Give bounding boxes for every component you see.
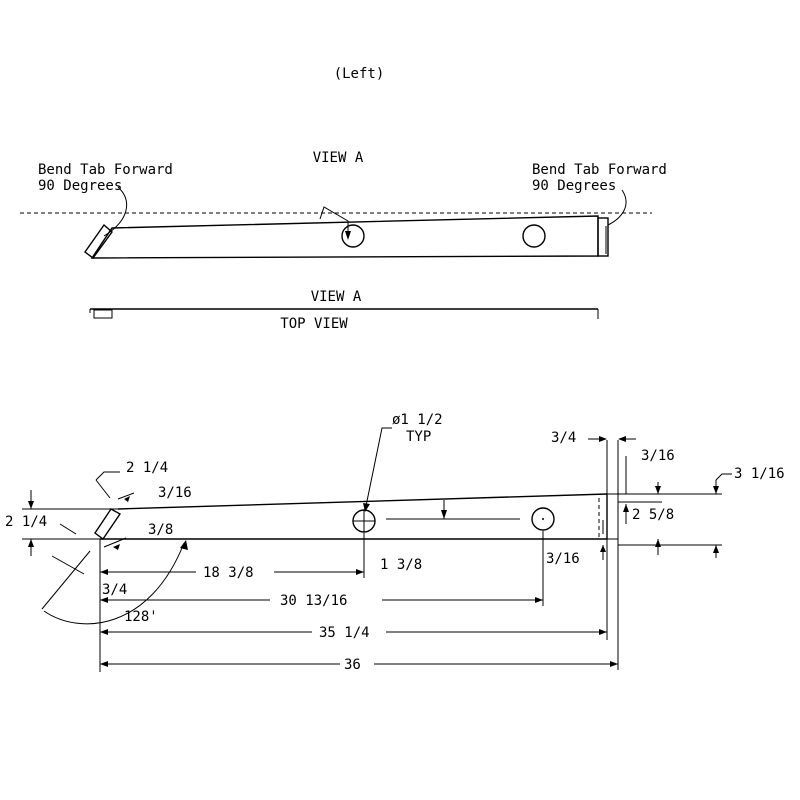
dim-3-4-top: 3/4 bbox=[551, 430, 576, 446]
left-dimensions bbox=[22, 471, 188, 672]
horizontal-dimensions bbox=[100, 531, 619, 670]
dim-3-4-left: 3/4 bbox=[102, 582, 127, 598]
dim-18-3-8: 18 3/8 bbox=[203, 565, 254, 581]
dim-3-16-top-right: 3/16 bbox=[641, 448, 675, 464]
dim-30-13-16: 30 13/16 bbox=[280, 593, 347, 609]
bend-note-right-line1: Bend Tab Forward bbox=[532, 162, 667, 178]
dim-35-1-4: 35 1/4 bbox=[319, 625, 370, 641]
upper-hole-1 bbox=[341, 224, 365, 248]
dim-2-5-8: 2 5/8 bbox=[632, 507, 674, 523]
view-a-arrow-icon bbox=[345, 231, 351, 240]
upper-view-geometry bbox=[20, 186, 652, 259]
dim-3-8: 3/8 bbox=[148, 522, 173, 538]
top-view-tab-left bbox=[93, 309, 113, 319]
main-left-tab bbox=[94, 508, 122, 540]
dim-2-1-4-left: 2 1/4 bbox=[5, 514, 47, 530]
left-bend-tab bbox=[84, 223, 113, 259]
view-a-label-bottom: VIEW A bbox=[311, 289, 362, 305]
leader-left bbox=[103, 186, 127, 237]
bend-note-left-line1: Bend Tab Forward bbox=[38, 162, 173, 178]
top-view-label: TOP VIEW bbox=[280, 316, 348, 332]
leader-right bbox=[607, 189, 627, 226]
dim-3-16-left: 3/16 bbox=[158, 485, 192, 501]
bend-note-right-line2: 90 Degrees bbox=[532, 178, 616, 194]
dim-hole-typ: TYP bbox=[406, 429, 431, 445]
dim-3-16-bottom-right: 3/16 bbox=[546, 551, 580, 567]
bar-top-edge bbox=[117, 493, 608, 510]
dim-36: 36 bbox=[344, 657, 361, 673]
dim-2-1-4-top: 2 1/4 bbox=[126, 460, 168, 476]
right-bend-tab bbox=[597, 217, 609, 257]
dim-128: 128' bbox=[124, 609, 158, 625]
view-a-label-top: VIEW A bbox=[313, 150, 364, 166]
drawing-title: (Left) bbox=[334, 66, 385, 82]
dim-hole-diameter: ø1 1/2 bbox=[392, 412, 443, 428]
top-view-geometry bbox=[89, 308, 599, 319]
angle-arc bbox=[43, 542, 185, 625]
main-hole-2 bbox=[531, 507, 555, 531]
dim-1-3-8: 1 3/8 bbox=[380, 557, 422, 573]
bend-note-left-line2: 90 Degrees bbox=[38, 178, 122, 194]
upper-hole-2 bbox=[522, 224, 546, 248]
upper-bar-body bbox=[90, 215, 599, 259]
dim-3-1-16: 3 1/16 bbox=[734, 466, 785, 482]
